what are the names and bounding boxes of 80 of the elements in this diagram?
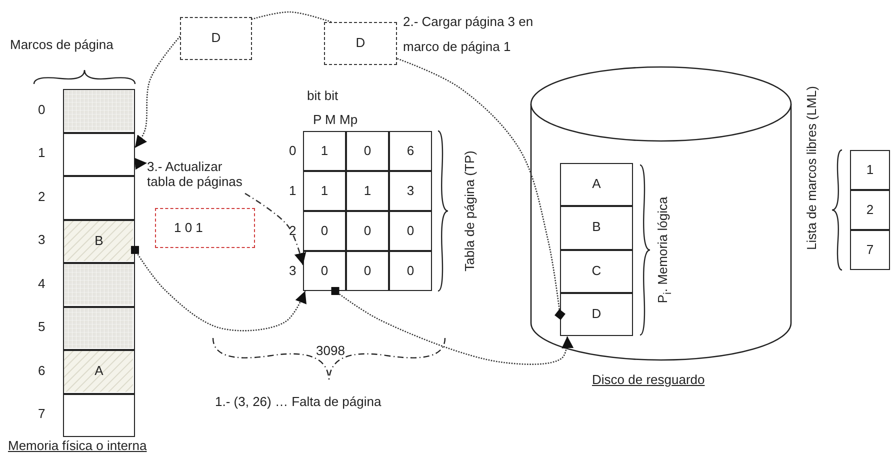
vertical-label: Tabla de página (TP): [462, 150, 478, 272]
node-label: 1: [320, 184, 328, 198]
logical-page: [560, 206, 633, 250]
column-header: bit bit: [307, 88, 338, 104]
heading: Marcos de página: [10, 37, 114, 53]
memory-frame: [63, 263, 135, 306]
table-cell: [389, 251, 432, 291]
node-label: 3.- Actualizar tabla de páginas: [147, 160, 244, 190]
memory-frame: [63, 350, 135, 394]
row-number: 0: [289, 143, 296, 159]
entry-box: [155, 208, 255, 248]
node-label: 0: [364, 144, 372, 158]
logical-page: [560, 163, 633, 206]
node-label: 1: [364, 184, 372, 198]
memory-frame: [63, 132, 135, 176]
frame-number: 6: [38, 363, 46, 379]
arrow: [134, 158, 148, 170]
table-cell: [303, 251, 346, 291]
node-label: 0: [364, 224, 372, 238]
frame-number: 0: [38, 102, 46, 118]
table-cell: [303, 131, 346, 171]
row-number: 1: [289, 183, 296, 199]
node-label: 0: [406, 264, 414, 278]
node-label: 1: [866, 162, 874, 178]
frame-number: 2: [38, 189, 46, 205]
arrow: [244, 192, 306, 266]
frame-number: 4: [38, 276, 46, 292]
node-label: 1: [320, 144, 328, 158]
arrow: [134, 36, 180, 148]
memory-frame: [63, 176, 135, 220]
frame-number: 3: [38, 232, 46, 248]
node-label: 0: [364, 264, 372, 278]
free-frame-cell: [850, 190, 890, 230]
node-label: D: [592, 307, 602, 322]
table-cell: [303, 171, 346, 211]
table-cell: [346, 131, 389, 171]
caption: Memoria física o interna: [8, 438, 147, 454]
page-box: [180, 17, 252, 60]
node-label: 7: [866, 242, 874, 258]
page-box: [324, 22, 397, 65]
step-note: 1.- (3, 26) … Falta de página: [215, 394, 382, 410]
memory-frame: [63, 306, 135, 350]
node-label: 0: [406, 224, 414, 238]
node-label: B: [592, 220, 601, 236]
node-label: D: [211, 31, 221, 46]
table-cell: [303, 211, 346, 251]
node-label: 2: [866, 202, 874, 218]
free-frame-cell: [850, 230, 890, 270]
logical-page: [560, 250, 633, 293]
logical-page: [560, 292, 633, 336]
node-label: 0: [320, 264, 328, 278]
step-note: 2.- Cargar página 3 en marco de página 1: [403, 13, 534, 56]
node-label: 1 0 1: [174, 220, 203, 236]
brace-label: 3098: [316, 343, 345, 359]
node-label: D: [356, 36, 366, 51]
frame-number: 7: [38, 406, 46, 422]
memory-frame: [63, 89, 135, 132]
node-label: A: [592, 177, 601, 192]
vertical-label: Lista de marcos libres (LML): [804, 86, 820, 250]
node-label: 3: [406, 184, 414, 198]
table-cell: [346, 171, 389, 211]
frame-number: 5: [38, 319, 46, 335]
memory-frame: [63, 394, 135, 437]
caption: Disco de resguardo: [592, 372, 705, 388]
frame-number: 1: [38, 145, 46, 161]
node-label: 0: [320, 224, 328, 238]
table-cell: [389, 131, 432, 171]
node-label: C: [592, 264, 602, 279]
node-label: 6: [406, 144, 414, 158]
table-cell: [346, 251, 389, 291]
table-cell: [389, 171, 432, 211]
row-number: 2: [289, 223, 296, 239]
row-number: 3: [289, 263, 296, 279]
node-label: B: [94, 234, 104, 249]
memory-frame: [63, 220, 135, 263]
column-header: P M Mp: [313, 112, 358, 128]
table-cell: [389, 211, 432, 251]
table-cell: [346, 211, 389, 251]
free-frame-cell: [850, 150, 890, 190]
node-label: A: [94, 364, 104, 380]
